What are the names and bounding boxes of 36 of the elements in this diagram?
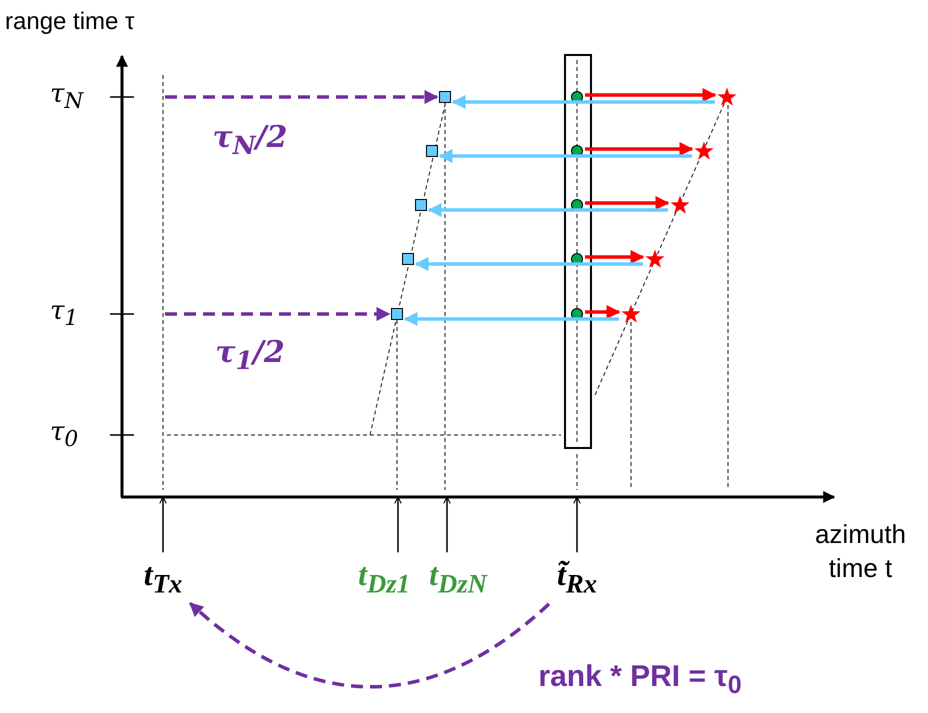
axis-title: range time τ [5,7,135,37]
square-marker [439,91,451,103]
arrow [428,203,668,217]
arrow [189,602,550,688]
arrow [585,305,620,319]
square-marker [426,145,438,157]
tick-label: τ$_{1}$ [50,294,78,333]
arrow [585,196,670,210]
star-marker [694,141,714,161]
tick-label: τ$_{N}$ [50,78,84,116]
arrow [443,496,451,552]
arrow [165,307,390,321]
star-marker [621,304,641,324]
arrow [585,250,644,264]
arrow [165,90,438,104]
arrow [573,496,581,552]
arrow [585,88,716,102]
star-marker [645,249,665,269]
x-axis [121,491,836,503]
axis-title: azimuth time t [814,518,908,585]
arrow [404,312,619,326]
arrow [452,95,715,109]
square-marker [402,253,414,265]
receive-window-box [564,54,592,449]
star-marker [670,195,690,215]
arrow [159,496,167,552]
axis-label: t$_{Tx}$ [144,556,182,600]
arrow [414,257,643,271]
arrow [394,496,402,552]
axis-label: t̃$_{Rx}$ [557,556,597,600]
arrow [585,142,694,156]
square-marker [415,199,427,211]
tick-label: τ$_{0}$ [50,416,78,454]
square-marker [391,308,403,320]
arrow [438,149,692,163]
star-marker [717,87,737,107]
